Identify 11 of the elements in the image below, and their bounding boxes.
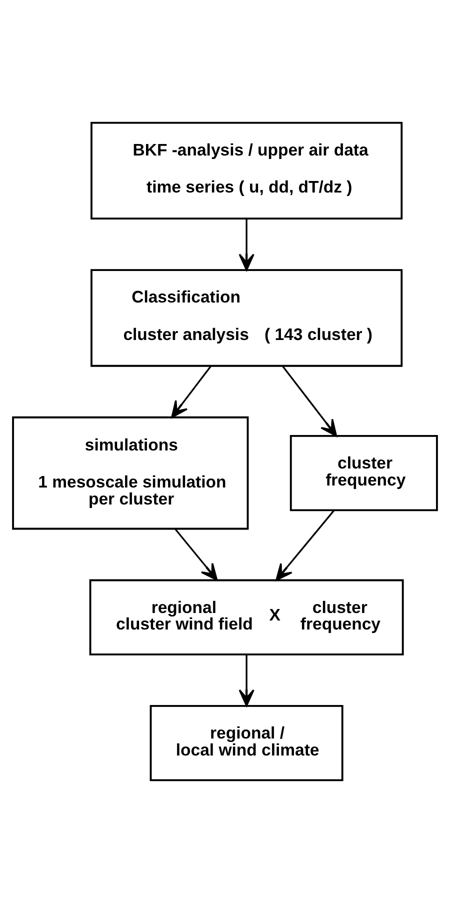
- node-box: cluster frequency: [290, 434, 438, 512]
- node-box: BKF -analysis / upper air data time series ( u, dd, dT/dz ): [90, 122, 403, 220]
- arrow: [238, 218, 254, 271]
- node-box: Classification cluster analysis ( 143 cluster ): [90, 269, 403, 367]
- arrow: [174, 528, 218, 581]
- arrow: [276, 510, 335, 581]
- node-box: regional / local wind climate: [150, 705, 344, 782]
- arrow: [282, 366, 338, 437]
- arrow: [238, 654, 254, 706]
- node-box: simulations 1 mesoscale simulation per cluster: [12, 416, 249, 530]
- arrow: [171, 366, 212, 418]
